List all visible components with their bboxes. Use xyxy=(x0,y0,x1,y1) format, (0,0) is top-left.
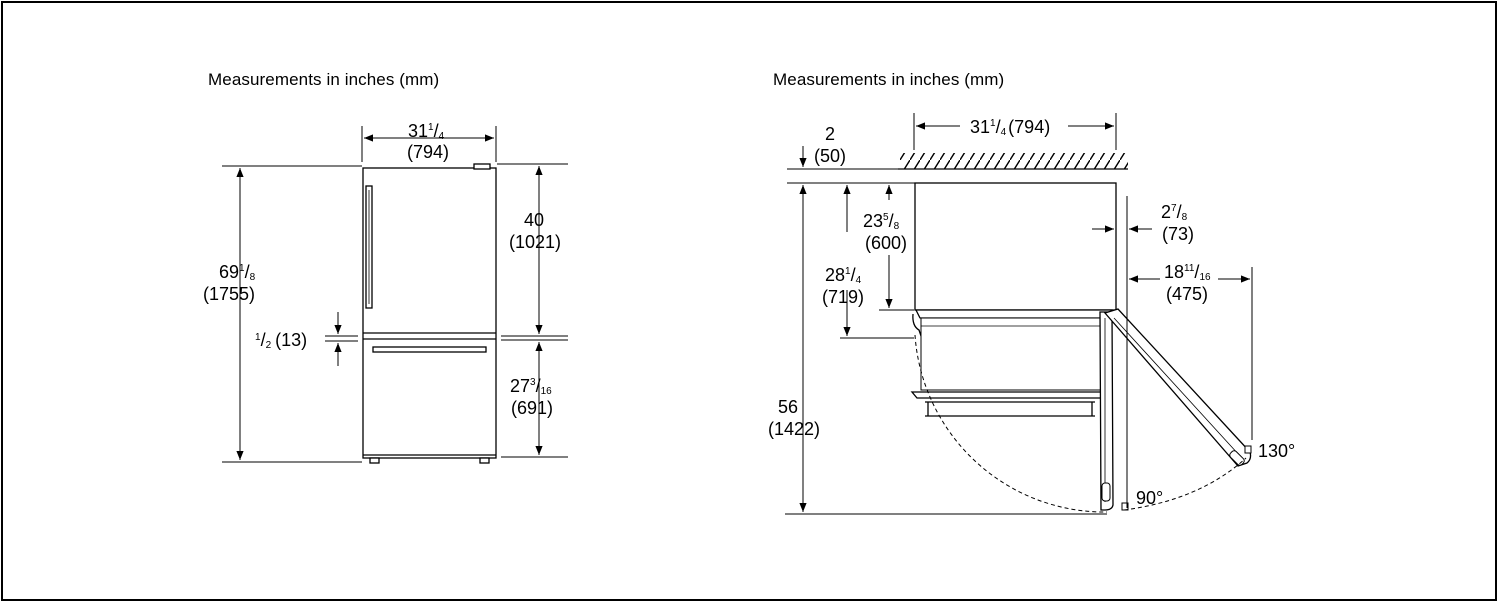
left-lower-label: 273/16 xyxy=(510,376,552,397)
left-height-label: 691/8 xyxy=(219,262,256,283)
front-view-labels: 311/4 (794) 691/8 (1755) 40 (1021) 1/2(1… xyxy=(203,121,561,418)
right-top-gap-mm: (50) xyxy=(814,146,846,166)
angle-90-label: 90° xyxy=(1136,488,1163,508)
right-width-label: 311/4(794) xyxy=(970,117,1050,138)
right-upper-depth-label: 235/8 xyxy=(863,211,900,232)
right-total-depth-mm: (1422) xyxy=(768,419,820,439)
right-drawer-depth-mm: (719) xyxy=(822,287,864,307)
left-height-mm: (1755) xyxy=(203,284,255,304)
left-lower-mm: (691) xyxy=(511,398,553,418)
left-width-mm: (794) xyxy=(407,142,449,162)
left-heading: Measurements in inches (mm) xyxy=(208,70,440,89)
door-swing-arc xyxy=(914,334,1247,513)
right-side-gap-mm: (73) xyxy=(1162,224,1194,244)
right-door-swing-mm: (475) xyxy=(1166,284,1208,304)
left-upper-label: 40 xyxy=(524,210,544,230)
left-width-label: 311/4 xyxy=(408,121,445,142)
plan-view-dimension-lines xyxy=(785,113,1253,515)
angle-130-label: 130° xyxy=(1258,441,1295,461)
left-upper-mm: (1021) xyxy=(509,232,561,252)
dimension-drawing: 311/4 (794) 691/8 (1755) 40 (1021) 1/2(1… xyxy=(203,113,1295,515)
front-view-refrigerator xyxy=(362,163,497,464)
right-side-gap-label: 27/8 xyxy=(1161,202,1188,223)
right-upper-depth-mm: (600) xyxy=(865,233,907,253)
front-view-dimension-lines xyxy=(222,126,568,463)
right-heading: Measurements in inches (mm) xyxy=(773,70,1005,89)
right-drawer-depth-label: 281/4 xyxy=(825,265,862,286)
left-gap-label: 1/2(13) xyxy=(255,330,307,351)
right-top-gap-label: 2 xyxy=(825,124,835,144)
plan-view-refrigerator xyxy=(910,182,1252,511)
wall-hatch xyxy=(898,153,1128,170)
right-door-swing-label: 1811/16 xyxy=(1164,262,1211,283)
right-total-depth-label: 56 xyxy=(778,397,798,417)
plan-view-labels: 311/4(794) 2 (50) 235/8 (600) 281/4 (719… xyxy=(768,117,1295,508)
